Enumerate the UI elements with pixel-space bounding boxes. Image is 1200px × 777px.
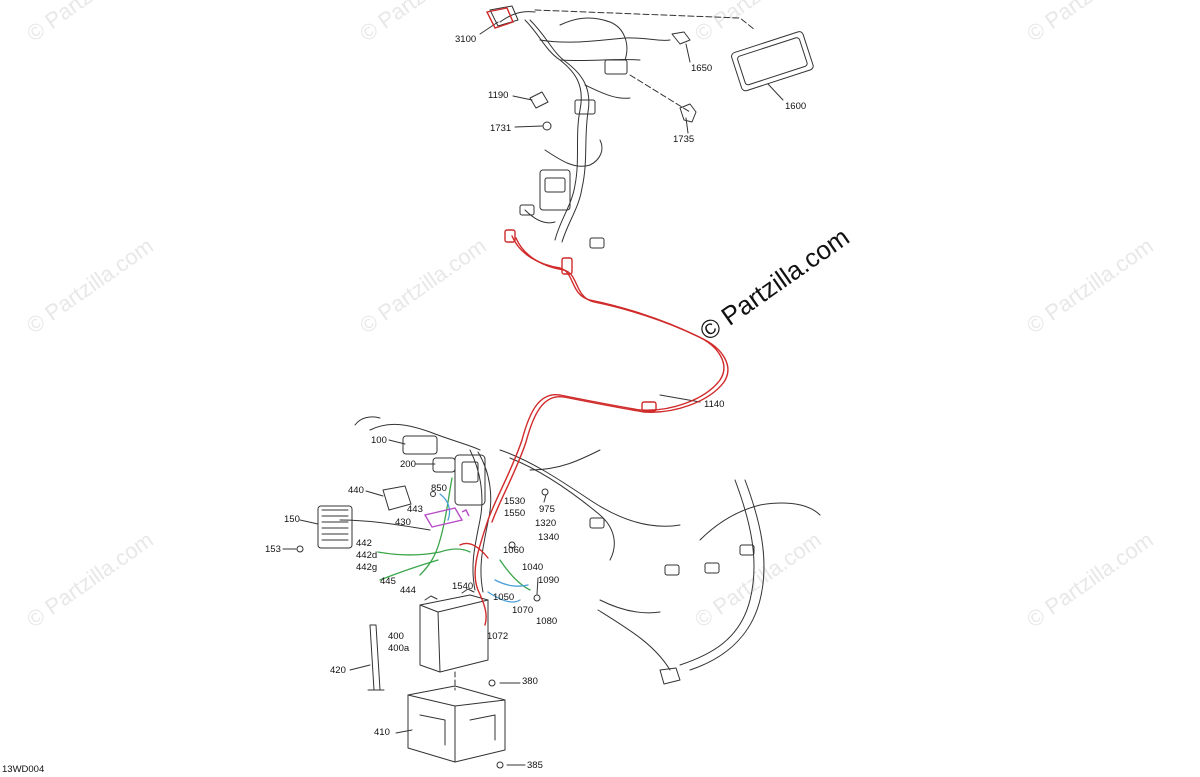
- callout-label: 1190: [488, 90, 509, 101]
- callout-label: 200: [400, 459, 416, 470]
- callout-label: 444: [400, 585, 416, 596]
- callout-label: 445: [380, 576, 396, 587]
- callout-label: 1072: [487, 631, 509, 642]
- callout-label: 1140: [704, 399, 725, 410]
- callout-label: 1530: [504, 496, 526, 507]
- callout-label: 420: [330, 665, 346, 676]
- callout-label: 443: [407, 504, 423, 515]
- callout-label: 400: [388, 631, 404, 642]
- callout-label: 153: [265, 544, 281, 555]
- callout-label: 1080: [536, 616, 558, 627]
- callout-label: 1550: [504, 508, 526, 519]
- callout-label: 1040: [522, 562, 544, 573]
- callout-label: 1540: [452, 581, 474, 592]
- callout-label: 1090: [538, 575, 560, 586]
- callout-label: 442g: [356, 562, 378, 573]
- callout-label: 1070: [512, 605, 534, 616]
- callout-label: 1340: [538, 532, 560, 543]
- callout-label: 1060: [503, 545, 525, 556]
- callout-label: 410: [374, 727, 390, 738]
- callout-label: 975: [539, 504, 555, 515]
- callout-label: 1050: [493, 592, 515, 603]
- callout-label: 380: [522, 676, 538, 687]
- callout-label: 442d: [356, 550, 378, 561]
- drawing-code: 13WD004: [2, 764, 45, 775]
- callout-label: 1320: [535, 518, 557, 529]
- callout-label: 385: [527, 760, 543, 771]
- callout-label: 442: [356, 538, 372, 549]
- callout-label: 430: [395, 517, 411, 528]
- callout-label: 440: [348, 485, 364, 496]
- callout-label: 400a: [388, 643, 410, 654]
- callout-label: 1600: [785, 101, 807, 112]
- callout-label: 150: [284, 514, 300, 525]
- callout-label: 3100: [455, 34, 477, 45]
- callout-label: 1731: [490, 123, 512, 134]
- callout-label: 850: [431, 483, 447, 494]
- callout-label: 1650: [691, 63, 713, 74]
- callout-label: 100: [371, 435, 387, 446]
- callout-label: 1735: [673, 134, 695, 145]
